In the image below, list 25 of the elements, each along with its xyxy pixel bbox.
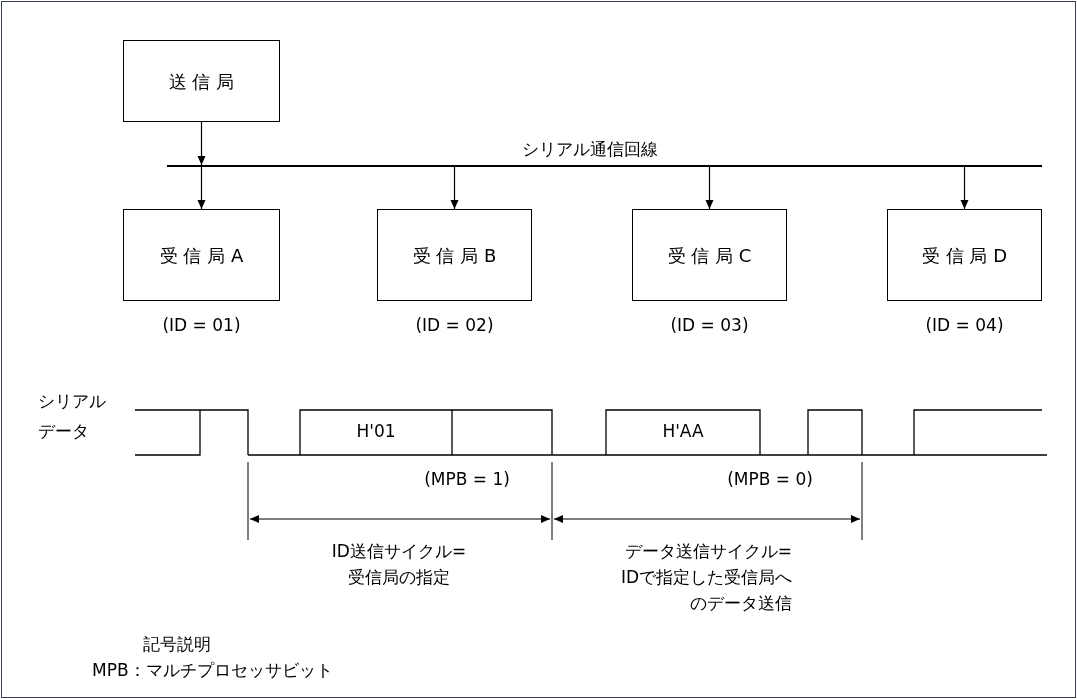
- station-box: 受 信 局 C: [632, 209, 787, 301]
- arrow: [197, 121, 206, 166]
- arrow: [960, 166, 969, 210]
- station-box: 受 信 局 A: [123, 209, 280, 301]
- arrow: [197, 166, 206, 210]
- text-label: (MPB = 1): [423, 468, 511, 491]
- text-label: 記号説明: [143, 633, 211, 656]
- text-label: データ送信サイクル= IDで指定した受信局へのデータ送信: [620, 540, 792, 615]
- text-label: MPB：マルチプロセッサビット: [92, 659, 333, 682]
- text-label: シリアル通信回線: [521, 138, 659, 161]
- station-box: 受 信 局 D: [887, 209, 1042, 301]
- id-label: (ID = 01): [161, 314, 242, 337]
- arrow: [450, 166, 459, 210]
- id-label: (ID = 04): [924, 314, 1005, 337]
- station-box: 受 信 局 B: [377, 209, 532, 301]
- text-label: H'01: [355, 420, 397, 443]
- arrow: [705, 166, 714, 210]
- id-label: (ID = 03): [669, 314, 750, 337]
- serial-bus-line: [167, 165, 1042, 167]
- text-label: ID送信サイクル= 受信局の指定: [330, 540, 468, 589]
- id-label: (ID = 02): [414, 314, 495, 337]
- text-label: シリアルデータ: [38, 390, 107, 443]
- text-label: (MPB = 0): [726, 468, 814, 491]
- station-box: 送 信 局: [123, 40, 280, 122]
- text-label: H'AA: [661, 420, 705, 443]
